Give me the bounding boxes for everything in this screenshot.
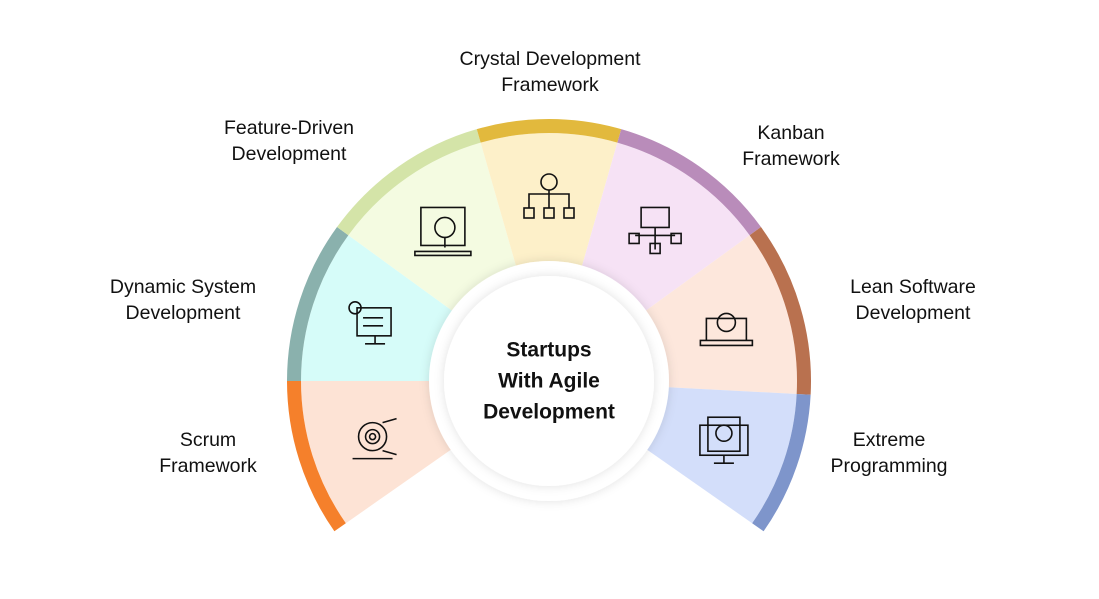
segment-band	[287, 227, 349, 381]
presentation-board-icon	[348, 301, 392, 345]
monitor-head-code-icon	[699, 416, 749, 465]
label-scrum: Scrum Framework	[159, 429, 257, 477]
center-circle	[444, 276, 654, 486]
label-kanban: Kanban Framework	[742, 122, 840, 170]
laptop-gear-code-icon	[699, 312, 754, 347]
label-crystal: Crystal Development Framework	[459, 48, 641, 96]
label-lean: Lean Software Development	[850, 276, 976, 324]
segment-fill	[480, 133, 618, 381]
segment-band	[749, 227, 811, 395]
agile-cycle-icon	[352, 417, 397, 460]
segment-band	[337, 129, 481, 236]
label-dynamic-system: Dynamic System Development	[109, 276, 257, 324]
segment-band	[752, 393, 811, 532]
code-workflow-icon	[628, 206, 682, 255]
code-search-icon	[414, 206, 472, 257]
money-gear-network-icon	[523, 173, 575, 219]
label-extreme: Extreme Programming	[830, 429, 948, 477]
center-title: Startups With Agile Development	[483, 338, 615, 424]
segment-band	[476, 118, 622, 143]
label-feature-driven: Feature-Driven Development	[223, 117, 355, 165]
segment-band	[287, 381, 346, 532]
segment-band	[617, 129, 761, 236]
